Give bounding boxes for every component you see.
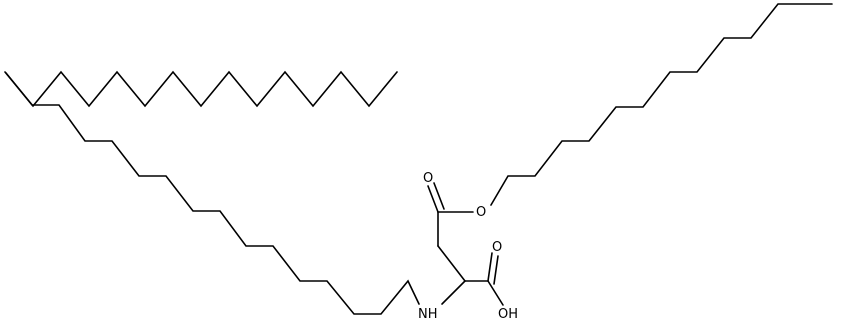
ester-carbonyl-oxygen-label: O (423, 171, 433, 186)
tetradecyl-chain-actual (5, 72, 420, 315)
tetradecyl-chain (4, 70, 398, 108)
acid-carbonyl-oxygen-label: O (492, 240, 502, 255)
hydroxyl-label: OH (498, 307, 518, 322)
amine-label: NH (418, 307, 438, 322)
ester-oxygen-label: O (476, 205, 486, 220)
aspartate-backbone (427, 182, 504, 306)
dodecyl-chain (490, 3, 833, 206)
